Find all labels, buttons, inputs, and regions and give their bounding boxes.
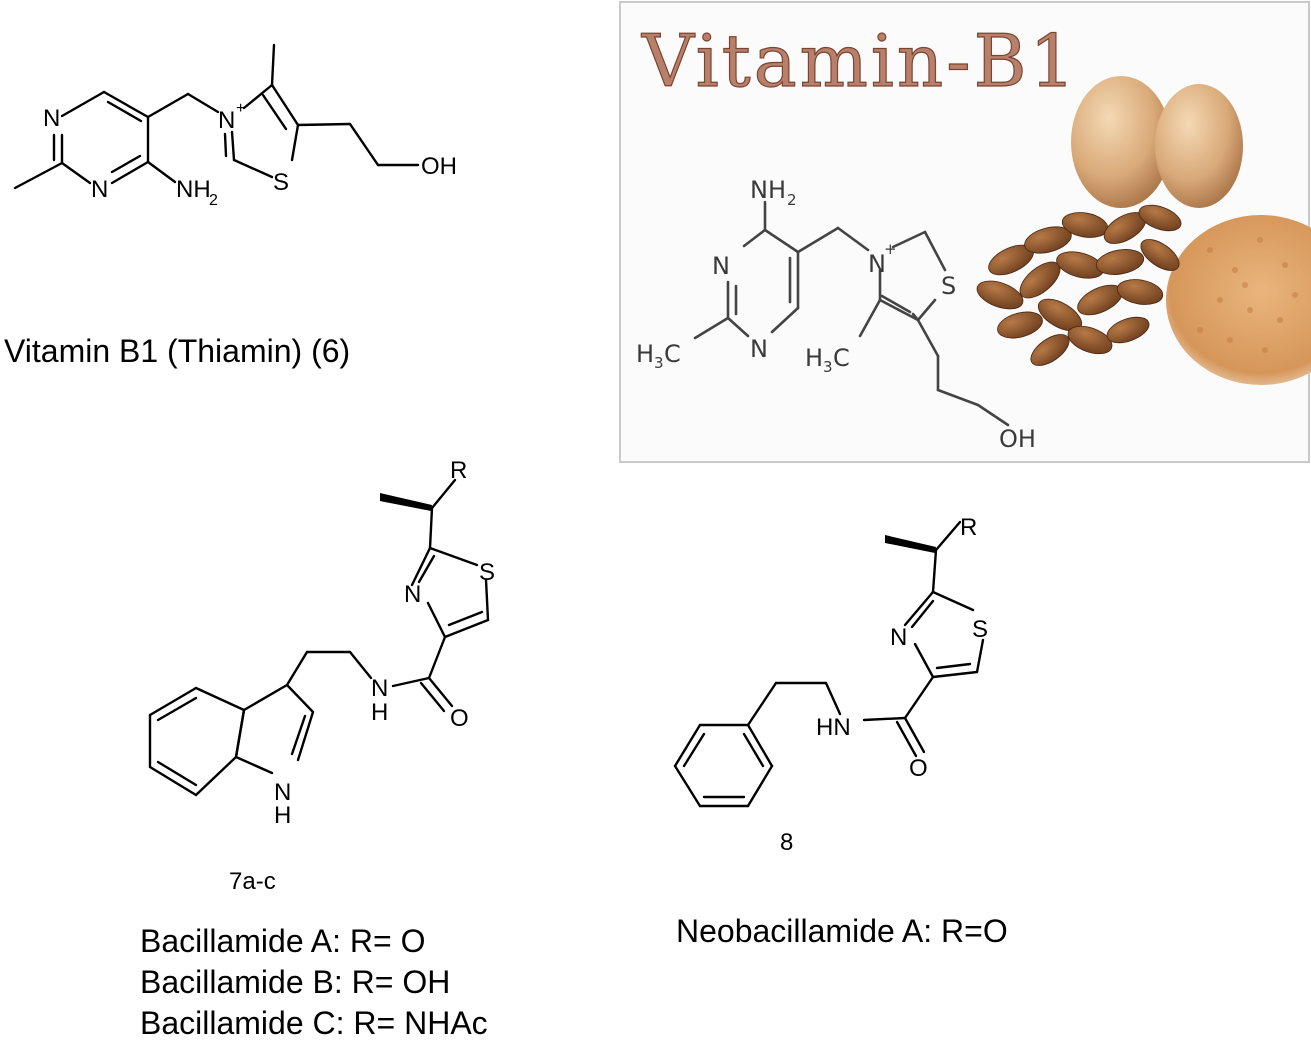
egg-left bbox=[1071, 76, 1171, 208]
thiamin-atom-n1: N bbox=[43, 105, 60, 132]
bacillamide-bonds bbox=[148, 478, 490, 797]
panel-atom-nh2-sub: 2 bbox=[787, 191, 797, 209]
neobacillamide-structure: R N S HN O bbox=[673, 514, 988, 808]
bacillamide-atom-r: R bbox=[450, 457, 467, 484]
bacillamide-atom-nh-n: N bbox=[371, 675, 388, 702]
bacillamide-caption-a: Bacillamide A: R= O bbox=[140, 923, 425, 959]
vitamin-b1-image-panel: Vitamin-B1 bbox=[619, 1, 1311, 463]
thiamin-charge-plus: + bbox=[236, 100, 245, 117]
panel-atom-nh2: NH bbox=[750, 176, 786, 204]
panel-atom-h3c-b-c: C bbox=[833, 344, 850, 372]
panel-atom-oh: OH bbox=[999, 425, 1036, 453]
food-illustration bbox=[976, 76, 1311, 385]
panel-atom-n2: N bbox=[750, 335, 768, 363]
panel-atom-h3c-a-sub: 3 bbox=[654, 354, 664, 372]
panel-atom-s: S bbox=[941, 272, 956, 300]
bacillamide-atom-o: O bbox=[450, 705, 469, 732]
neobacillamide-atom-r: R bbox=[960, 514, 977, 541]
bacillamide-atom-indole-n: N bbox=[274, 779, 291, 806]
panel-atom-h3c-a: H bbox=[636, 340, 654, 368]
thiamin-atom-n-plus: N bbox=[218, 107, 235, 134]
panel-structure-bonds bbox=[693, 200, 1010, 427]
bacillamide-number: 7a-c bbox=[229, 868, 276, 895]
panel-charge-plus: + bbox=[884, 240, 897, 258]
neobacillamide-caption: Neobacillamide A: R=O bbox=[676, 913, 1008, 949]
neobacillamide-atom-s: S bbox=[972, 616, 988, 643]
bacillamide-atom-indole-h: H bbox=[274, 802, 291, 829]
neobacillamide-number: 8 bbox=[780, 829, 793, 856]
bacillamide-atom-n: N bbox=[404, 581, 421, 608]
neobacillamide-atom-n: N bbox=[890, 624, 907, 651]
bacillamide-atom-nh-h: H bbox=[371, 699, 388, 726]
wedge-bond-neo bbox=[885, 535, 936, 553]
image-title: Vitamin-B1 bbox=[641, 19, 1078, 103]
almonds bbox=[976, 204, 1182, 366]
bacillamide-caption-b: Bacillamide B: R= OH bbox=[140, 964, 450, 1000]
thiamin-atom-n2: N bbox=[91, 176, 108, 203]
bacillamide-structure: R N S N H O N H bbox=[148, 457, 495, 829]
thiamin-caption: Vitamin B1 (Thiamin) (6) bbox=[4, 333, 350, 369]
panel-atom-h3c-b-sub: 3 bbox=[823, 358, 833, 376]
panel-atom-n1: N bbox=[712, 252, 730, 280]
thiamin-atom-oh: OH bbox=[421, 153, 457, 180]
panel-atom-h3c-b: H bbox=[805, 344, 823, 372]
grain-pile bbox=[1166, 215, 1311, 385]
panel-atom-n-plus: N bbox=[868, 250, 886, 278]
panel-atom-h3c-a-c: C bbox=[664, 340, 681, 368]
grain-texture bbox=[1197, 237, 1298, 353]
bacillamide-atom-s: S bbox=[479, 559, 495, 586]
neobacillamide-atom-hn: HN bbox=[816, 714, 851, 741]
bacillamide-caption-c: Bacillamide C: R= NHAc bbox=[140, 1005, 488, 1040]
wedge-bond bbox=[380, 493, 432, 511]
thiamin-structure: N N NH 2 N + S OH bbox=[13, 43, 457, 209]
thiamin-bonds bbox=[13, 43, 420, 190]
thiamin-atom-nh2-sub: 2 bbox=[209, 192, 218, 209]
egg-right bbox=[1155, 84, 1243, 208]
thiamin-atom-s: S bbox=[273, 169, 289, 196]
neobacillamide-bonds bbox=[673, 520, 985, 808]
neobacillamide-atom-o: O bbox=[909, 755, 928, 782]
thiamin-atom-nh2: NH bbox=[176, 176, 211, 203]
